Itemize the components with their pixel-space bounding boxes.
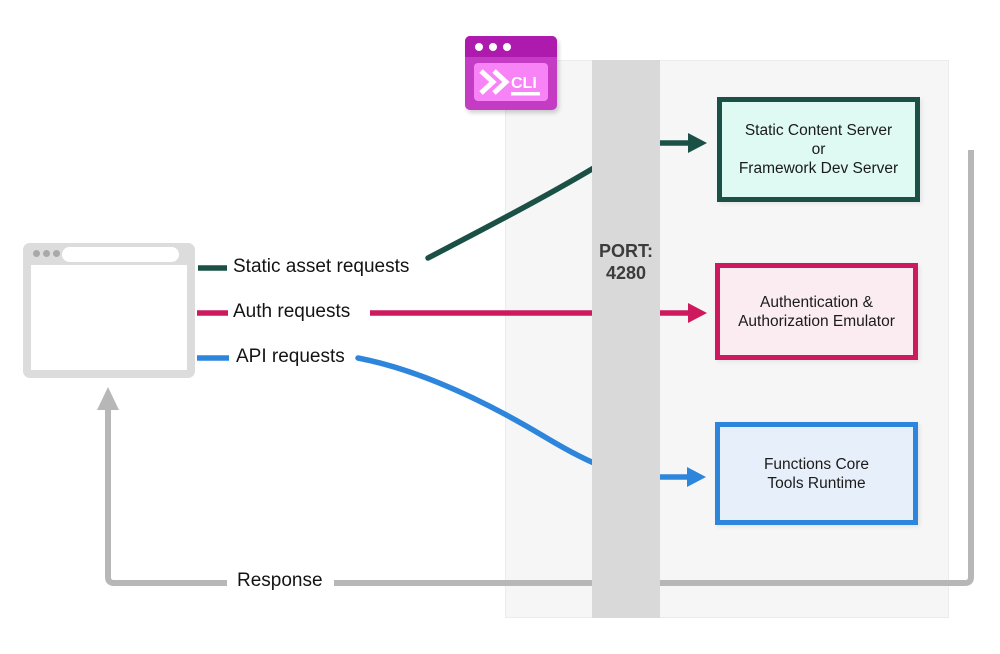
cli-dot-icon (503, 43, 511, 51)
cli-glyphs: CLI (479, 69, 540, 96)
browser-dot-icon (33, 250, 40, 257)
cli-dot-icon (475, 43, 483, 51)
static-request-arrowhead-icon (688, 133, 707, 153)
static-node-line1: Static Content Server (744, 122, 893, 139)
cli-terminal-panel: CLI (474, 63, 548, 101)
auth-node-line1: Authentication & (760, 293, 873, 311)
auth-emulator-node: Authentication & Authorization Emulator (715, 263, 918, 360)
static-content-server-node: Static Content Server or Framework Dev S… (717, 97, 920, 202)
api-request-arrowhead-icon (687, 467, 706, 487)
browser-window-icon (23, 243, 195, 378)
static-requests-label: Static asset requests (233, 256, 410, 277)
response-line (105, 150, 974, 586)
functions-node-line2: Tools Runtime (767, 474, 866, 492)
port-label-line2: 4280 (605, 263, 647, 283)
cli-label: CLI (511, 75, 537, 92)
response-label: Response (237, 570, 323, 591)
cli-titlebar (465, 36, 557, 57)
static-node-line2: or (811, 141, 826, 158)
browser-dot-icon (43, 250, 50, 257)
auth-node-line2: Authorization Emulator (738, 312, 895, 330)
static-node-line3: Framework Dev Server (738, 160, 899, 177)
cli-dot-icon (489, 43, 497, 51)
browser-address-bar (62, 247, 179, 262)
port-label: PORT: 4280 (592, 240, 660, 284)
browser-dot-icon (53, 250, 60, 257)
functions-node-line1: Functions Core (763, 455, 870, 473)
chevron-right-icon (492, 69, 510, 95)
chevron-right-icon (479, 69, 497, 95)
browser-viewport (31, 265, 187, 370)
cli-underline (511, 92, 540, 96)
port-label-line1: PORT: (599, 241, 653, 261)
api-requests-label: API requests (236, 346, 345, 367)
response-arrowhead-icon (97, 387, 119, 410)
functions-runtime-node: Functions Core Tools Runtime (715, 422, 918, 525)
port-bar (592, 60, 660, 618)
auth-requests-label: Auth requests (233, 301, 351, 322)
cli-window-icon: CLI (465, 36, 557, 110)
auth-request-arrowhead-icon (688, 303, 707, 323)
